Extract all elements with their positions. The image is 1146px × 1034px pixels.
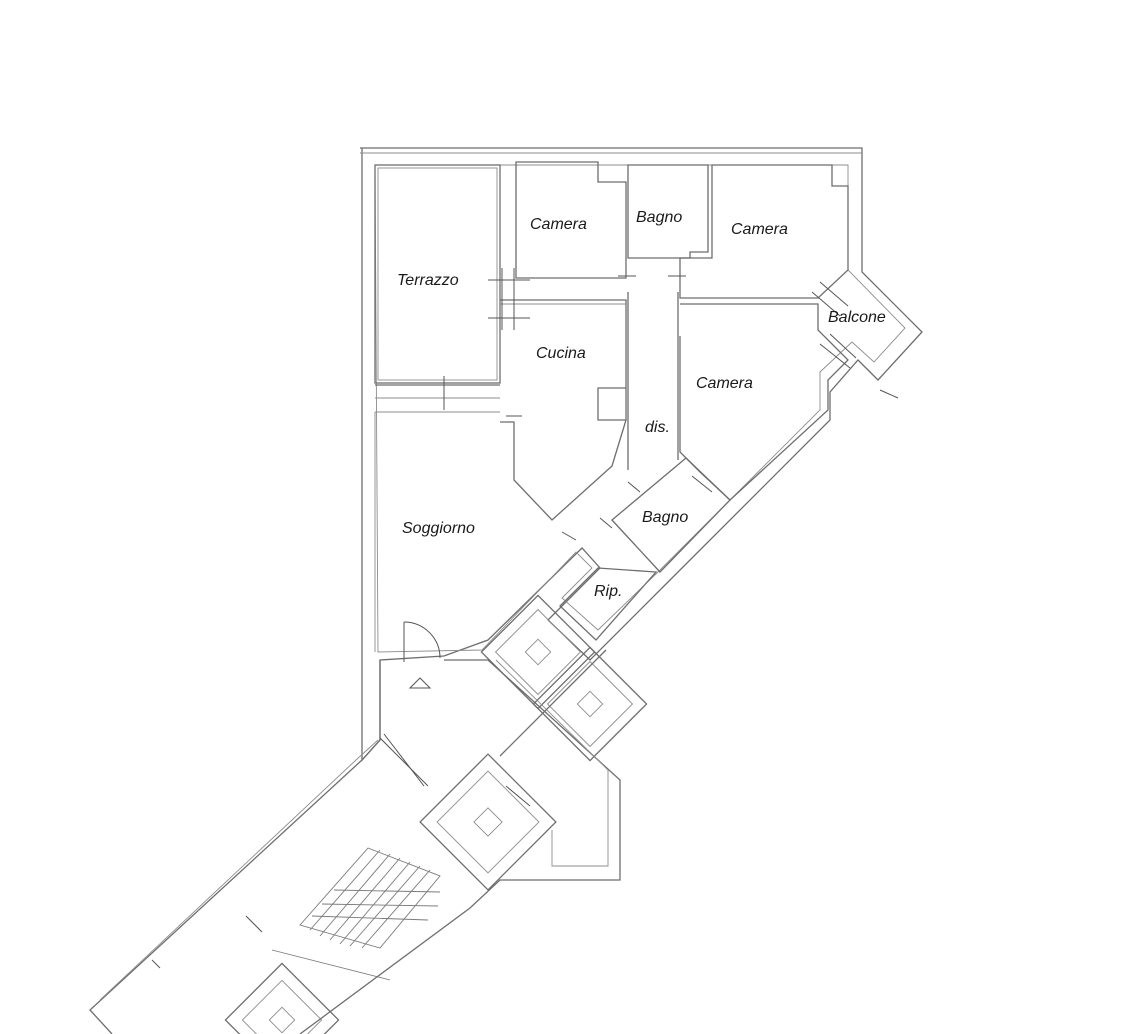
label-bagno-mid: Bagno xyxy=(642,509,688,526)
label-dis: dis. xyxy=(645,419,670,436)
light-wells xyxy=(224,594,648,1034)
staircase xyxy=(271,847,441,981)
entrance-door-swing xyxy=(403,621,441,659)
label-camera-top-right: Camera xyxy=(731,221,788,238)
label-rip: Rip. xyxy=(594,583,622,600)
label-soggiorno: Soggiorno xyxy=(402,520,475,537)
label-balcone: Balcone xyxy=(828,309,886,326)
label-camera-mid: Camera xyxy=(696,375,753,392)
stair-hall xyxy=(89,621,621,1034)
label-bagno-top: Bagno xyxy=(636,209,682,226)
label-camera-top-left: Camera xyxy=(530,216,587,233)
opening-ticks xyxy=(151,268,899,969)
entry-arrow-icon xyxy=(408,677,432,689)
room-labels: Terrazzo Camera Bagno Camera Balcone Cuc… xyxy=(397,209,886,600)
label-terrazzo: Terrazzo xyxy=(397,272,459,289)
interior-walls xyxy=(374,161,849,652)
outer-walls xyxy=(360,147,923,762)
label-cucina: Cucina xyxy=(536,345,586,362)
